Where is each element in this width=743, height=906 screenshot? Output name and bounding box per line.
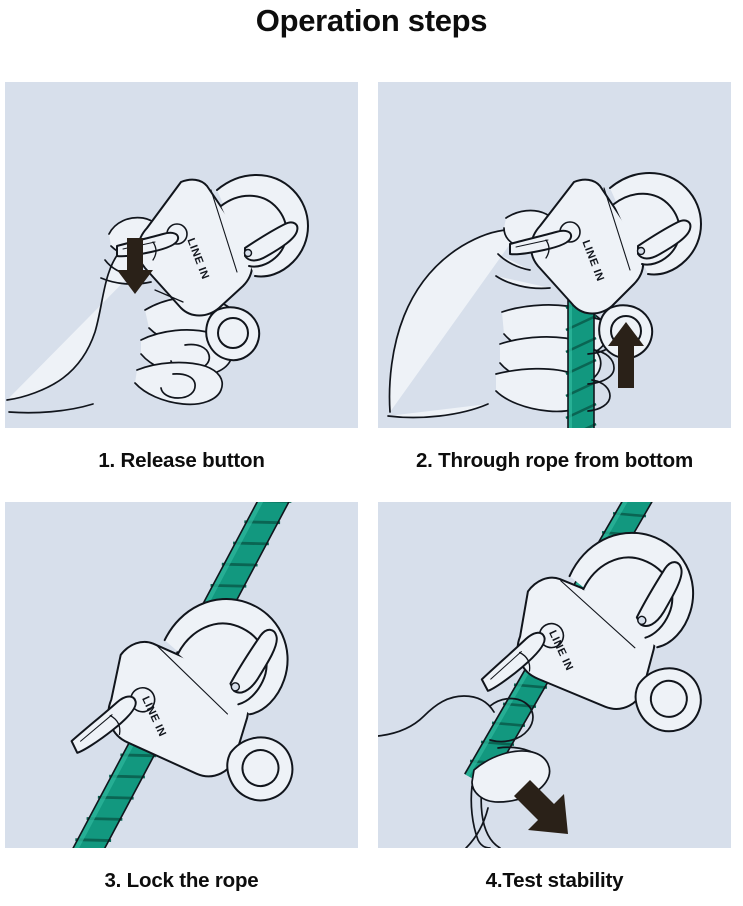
steps-grid: LINE IN 1. Release button — [5, 82, 738, 892]
step-3-caption: 3. Lock the rope — [104, 869, 259, 892]
step-4: LINE IN 4.Test stability — [378, 502, 731, 894]
snap-hook-device-step-1 — [116, 174, 309, 362]
step-4-caption: 4.Test stability — [485, 869, 624, 892]
step-2: LINE IN 2. Through rope from bottom — [378, 82, 731, 474]
step-4-illustration-panel: LINE IN — [378, 502, 731, 848]
step-1-illustration-panel: LINE IN — [5, 82, 358, 428]
page-title: Operation steps — [255, 3, 488, 38]
step-1-caption: 1. Release button — [98, 449, 265, 472]
down-right-arrow-icon-step-4 — [514, 780, 568, 834]
step-1: LINE IN 1. Release button — [5, 82, 358, 474]
step-2-caption: 2. Through rope from bottom — [415, 449, 693, 472]
step-3-illustration-panel: LINE IN — [5, 502, 358, 848]
step-2-illustration-panel: LINE IN — [378, 82, 731, 428]
up-arrow-icon-step-2 — [608, 322, 644, 388]
snap-hook-device-step-4 — [480, 531, 702, 733]
snap-hook-device-step-3 — [70, 598, 294, 802]
step-3: LINE IN 3. Lock the rope — [5, 502, 358, 894]
down-arrow-icon-step-1 — [117, 238, 153, 294]
